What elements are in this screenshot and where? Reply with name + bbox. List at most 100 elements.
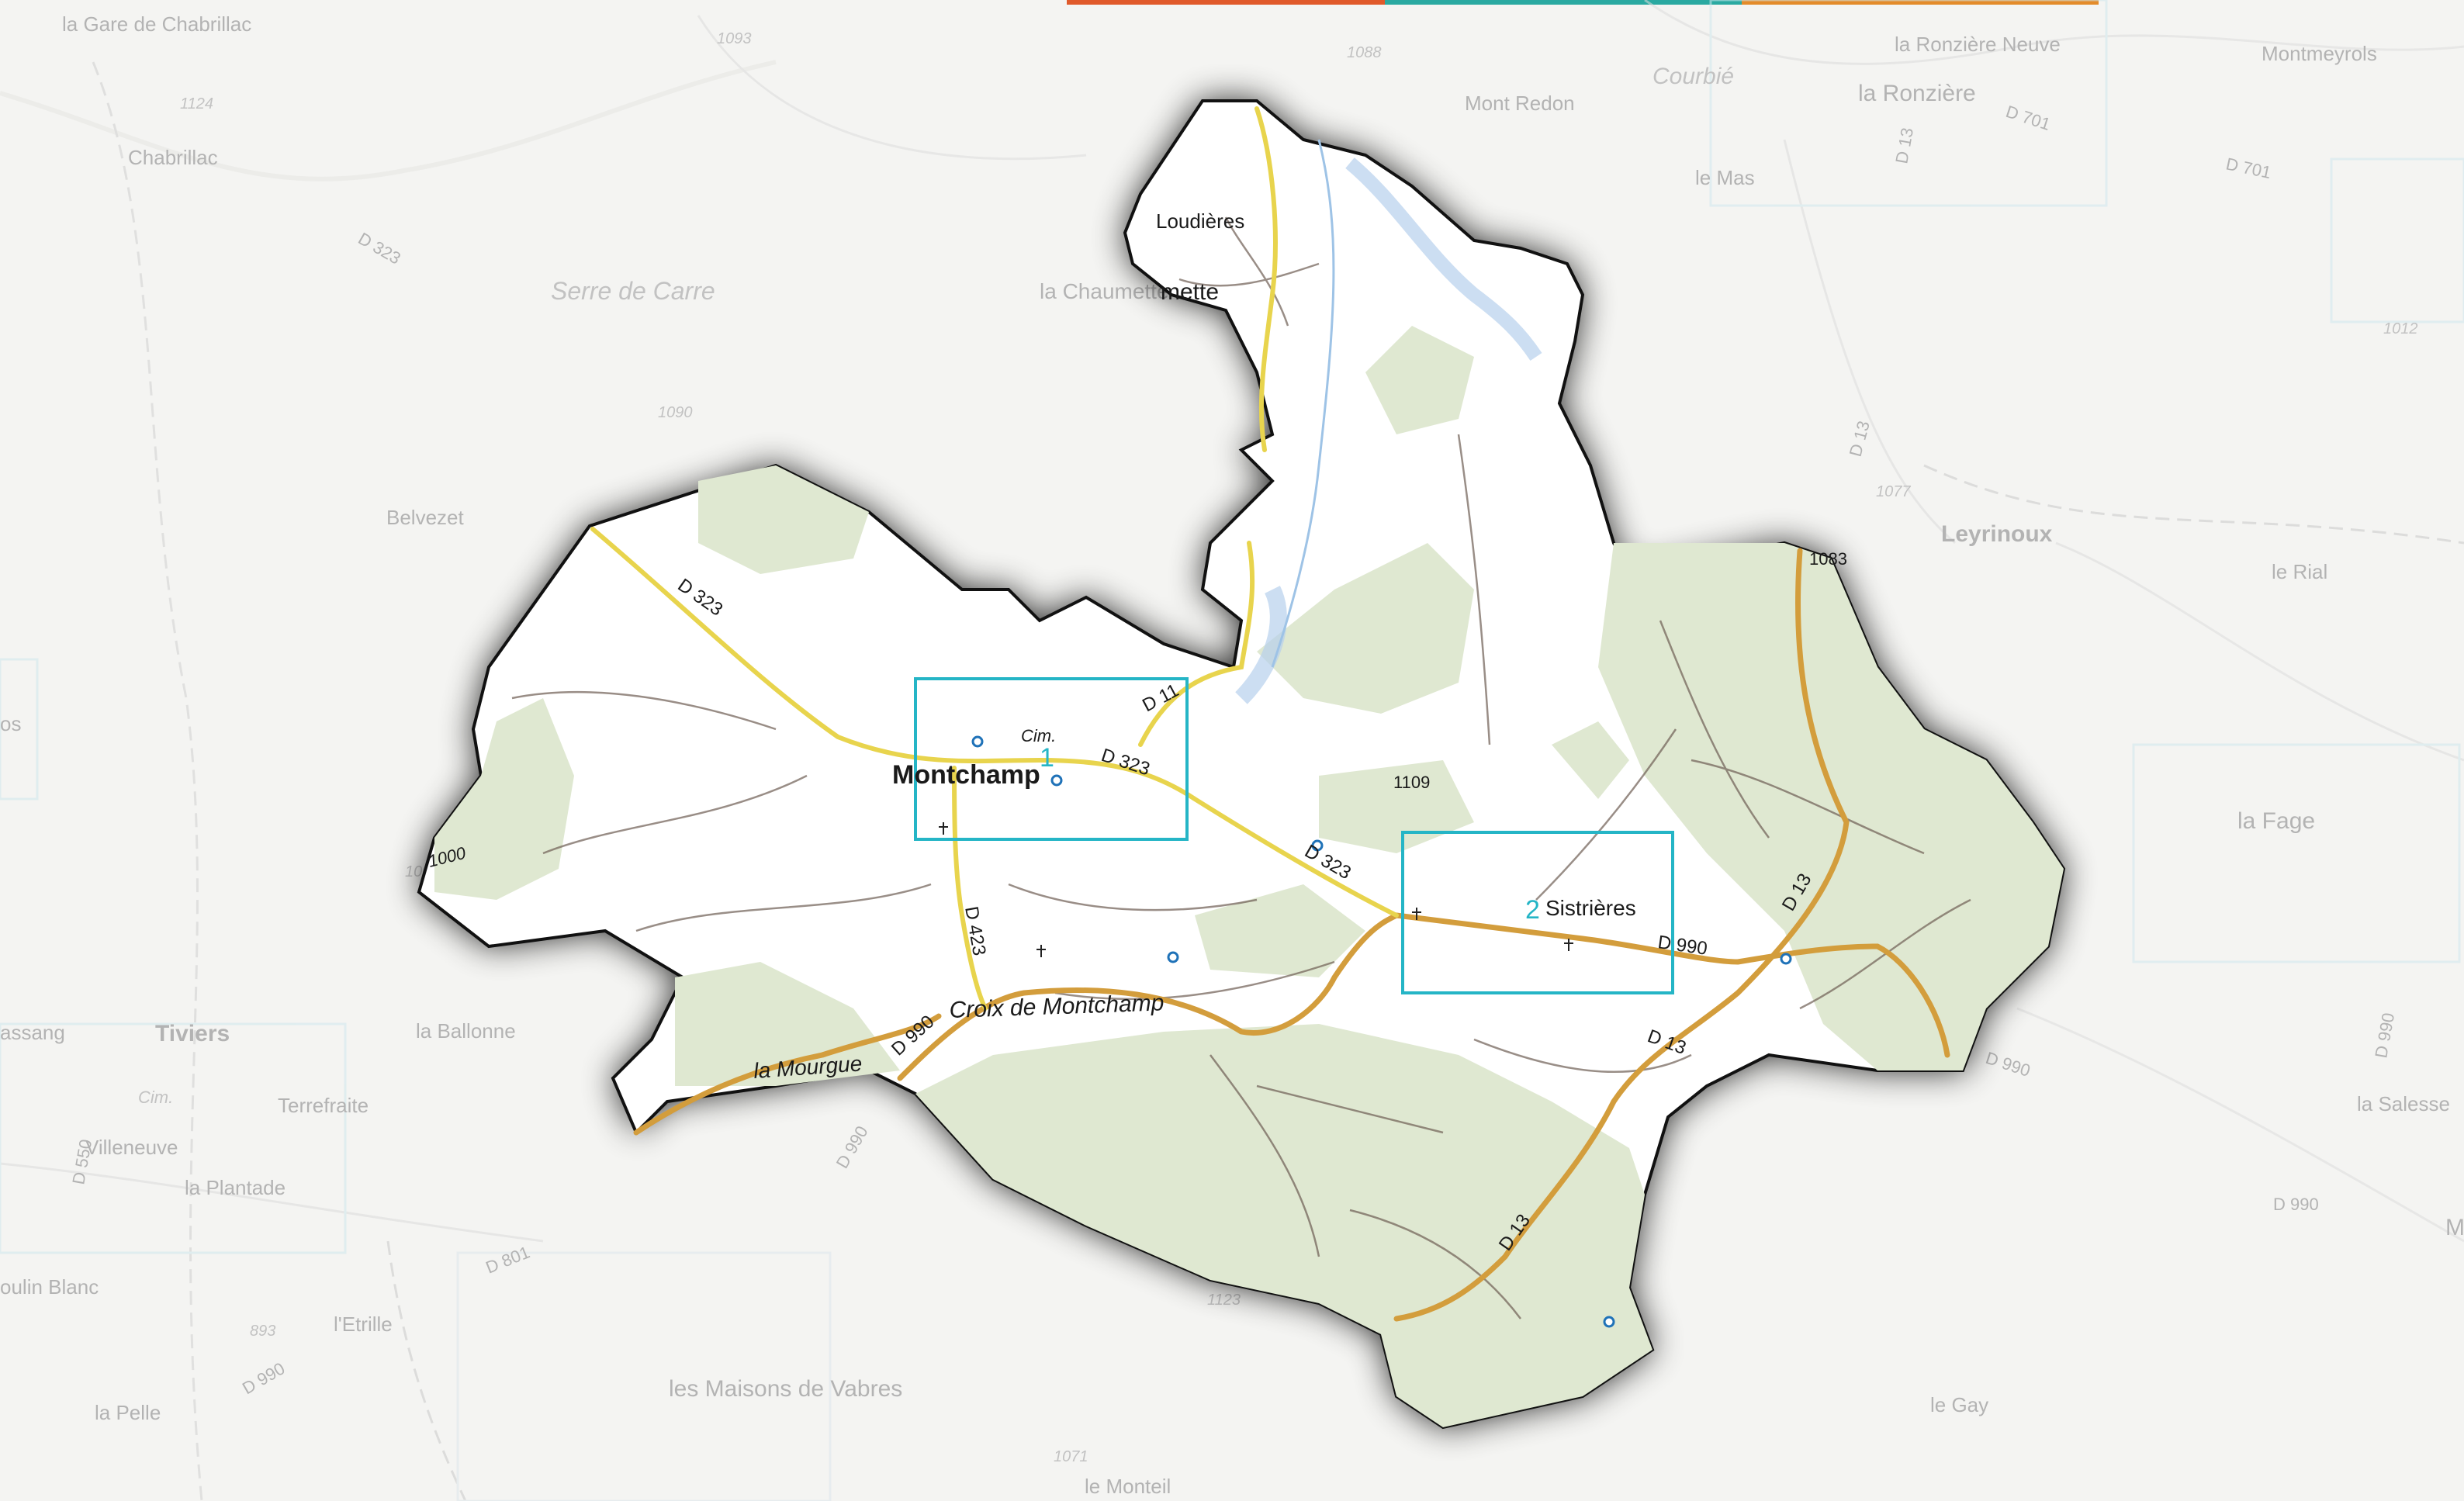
alt-1093: 1093 bbox=[717, 30, 752, 47]
header-bar bbox=[1067, 0, 2099, 5]
forest-patch bbox=[1319, 760, 1474, 853]
blue-ring-marker-icon[interactable] bbox=[1167, 951, 1179, 963]
alt-1109: 1109 bbox=[1393, 773, 1430, 792]
road-d13 bbox=[1393, 548, 1850, 1322]
label-la-ronziere: la Ronzière bbox=[1858, 81, 1976, 106]
zone-frames: 1 2 bbox=[914, 677, 1674, 994]
alt-1077: 1077 bbox=[1876, 483, 1911, 500]
blue-ring-marker-icon[interactable] bbox=[1311, 839, 1324, 852]
commune-labels: Montchamp Cim. Loudières mette Sistrière… bbox=[753, 209, 1635, 1083]
label-belvezet: Belvezet bbox=[386, 506, 464, 529]
label-mont-redon: Mont Redon bbox=[1465, 92, 1575, 115]
forest-patch bbox=[1365, 326, 1474, 434]
reservoir bbox=[1235, 586, 1287, 704]
zone-1-number: 1 bbox=[1040, 743, 1054, 773]
road-d990-bg5: D 990 bbox=[239, 1358, 288, 1398]
cross-icon bbox=[939, 822, 948, 835]
label-le-monteil: le Monteil bbox=[1085, 1475, 1171, 1498]
forest-patch bbox=[915, 1024, 1652, 1427]
label-le-rial: le Rial bbox=[2272, 560, 2327, 583]
tracks-layer bbox=[511, 216, 1971, 1319]
zone-1-frame[interactable] bbox=[914, 677, 1189, 841]
road-d990-bg1: D 990 bbox=[2371, 1012, 2398, 1060]
label-villeneuve: Villeneuve bbox=[85, 1136, 178, 1159]
label-le-gay: le Gay bbox=[1930, 1393, 1988, 1416]
road-d323-bg: D 323 bbox=[355, 229, 404, 268]
road-d550: D 550 bbox=[68, 1138, 95, 1186]
road-d990-west bbox=[633, 1013, 942, 1136]
road-d701-b: D 701 bbox=[2224, 154, 2273, 182]
blue-ring-marker-icon[interactable] bbox=[971, 735, 984, 748]
cross-icon bbox=[1412, 908, 1421, 920]
label-courbie: Courbié bbox=[1652, 64, 1734, 89]
alt-1071: 1071 bbox=[1054, 1448, 1088, 1465]
label-montchamp: Montchamp bbox=[892, 760, 1040, 790]
road-d13-bg: D 13 bbox=[1891, 126, 1917, 165]
alt-1088: 1088 bbox=[1347, 44, 1382, 61]
road-d990-bg4: D 990 bbox=[832, 1122, 872, 1171]
forest-patch bbox=[1598, 543, 2064, 1070]
forest-patch bbox=[698, 465, 869, 574]
label-m-right: M bbox=[2445, 1215, 2464, 1240]
alt-893: 893 bbox=[250, 1323, 275, 1340]
label-letrille: l'Etrille bbox=[334, 1313, 393, 1336]
forest-patch bbox=[1195, 884, 1365, 977]
label-os: os bbox=[0, 712, 21, 735]
blue-ring-marker-icon[interactable] bbox=[1780, 953, 1792, 965]
forest-patch bbox=[434, 698, 574, 900]
label-terrefraite: Terrefraite bbox=[278, 1094, 369, 1117]
alt-1090: 1090 bbox=[658, 404, 693, 421]
label-tiviers: Tiviers bbox=[155, 1021, 230, 1046]
zone-2-frame[interactable] bbox=[1401, 831, 1674, 994]
road-d423 bbox=[952, 766, 988, 1011]
road-d701-a: D 701 bbox=[2003, 102, 2053, 134]
road-d323 bbox=[590, 527, 1399, 918]
label-chaumette-part: mette bbox=[1161, 279, 1219, 305]
label-la-ronziere-neuve: la Ronzière Neuve bbox=[1895, 33, 2061, 56]
road-d11 bbox=[1138, 541, 1255, 747]
label-la-pelle: la Pelle bbox=[95, 1401, 161, 1424]
road-d13-bg2: D 13 bbox=[1846, 419, 1874, 458]
label-cim-left: Cim. bbox=[138, 1088, 173, 1107]
poi-markers bbox=[971, 735, 1792, 1328]
label-cim: Cim. bbox=[1021, 726, 1056, 745]
label-moulin-blanc: oulin Blanc bbox=[0, 1275, 99, 1299]
label-sistrieres: Sistrières bbox=[1545, 896, 1636, 920]
blue-ring-marker-icon[interactable] bbox=[1603, 1316, 1615, 1328]
river bbox=[1345, 157, 1542, 361]
road-d11-north bbox=[1254, 106, 1278, 452]
road-d801: D 801 bbox=[483, 1242, 533, 1277]
label-la-chaumette: la Chaumette bbox=[1040, 279, 1169, 303]
label-leyrinoux: Leyrinoux bbox=[1941, 521, 2053, 547]
label-la-fage: la Fage bbox=[2237, 808, 2315, 834]
forest-layer bbox=[434, 326, 2064, 1427]
road-d990-bg3: D 990 bbox=[1983, 1048, 2033, 1081]
church-markers bbox=[939, 822, 1573, 957]
forest-patch bbox=[1257, 543, 1474, 714]
header-bar-segment-amber bbox=[1742, 0, 2099, 5]
label-chabrillac: Chabrillac bbox=[128, 146, 218, 169]
header-bar-segment-teal bbox=[1385, 0, 1742, 5]
label-loudieres: Loudières bbox=[1156, 209, 1244, 233]
label-les-maisons-de-vabres: les Maisons de Vabres bbox=[669, 1376, 902, 1402]
label-gare-de-chabrillac: la Gare de Chabrillac bbox=[62, 12, 251, 36]
label-serre-de-carre: Serre de Carre bbox=[551, 277, 715, 305]
forest-patch bbox=[1552, 721, 1629, 799]
label-assang: assang bbox=[0, 1021, 65, 1044]
label-le-mas: le Mas bbox=[1695, 166, 1755, 189]
label-la-plantade: la Plantade bbox=[185, 1176, 286, 1199]
zone-2-number: 2 bbox=[1525, 895, 1540, 925]
label-la-salesse: la Salesse bbox=[2357, 1092, 2450, 1115]
alt-1083: 1083 bbox=[1809, 549, 1847, 569]
blue-ring-marker-icon[interactable] bbox=[1050, 774, 1063, 787]
alt-1124: 1124 bbox=[180, 95, 213, 112]
roads-local bbox=[590, 106, 1399, 1011]
road-d990-bg2: D 990 bbox=[2273, 1195, 2319, 1214]
cross-icon bbox=[1564, 939, 1573, 951]
forest-patch bbox=[675, 962, 900, 1086]
alt-1123: 1123 bbox=[1207, 1292, 1241, 1309]
water-layer bbox=[1235, 139, 1542, 704]
